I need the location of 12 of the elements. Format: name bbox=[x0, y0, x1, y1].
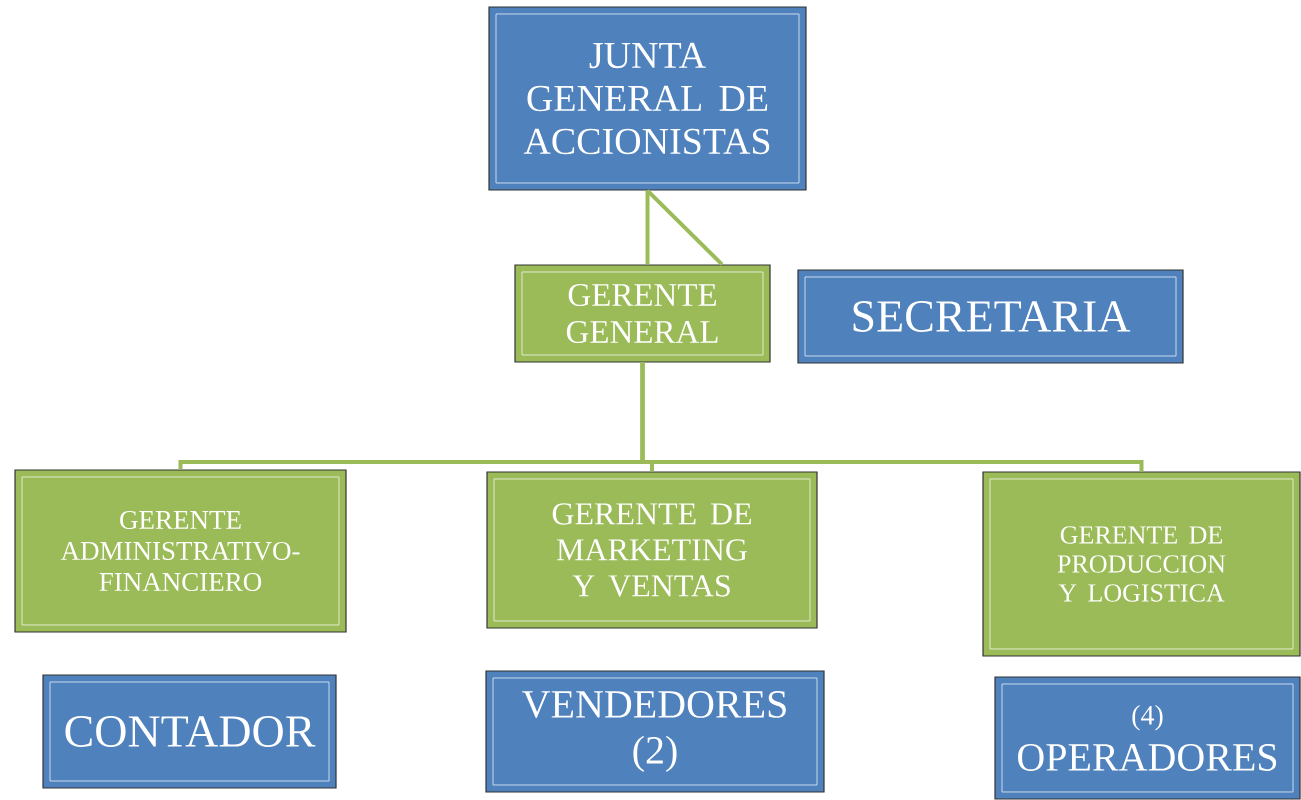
connector-line bbox=[645, 190, 650, 265]
connector-line bbox=[646, 189, 724, 266]
org-box: CONTADOR bbox=[42, 674, 337, 789]
org-box: VENDEDORES (2) bbox=[485, 670, 825, 793]
org-box: (4) OPERADORES bbox=[994, 676, 1301, 800]
org-box: SECRETARIA bbox=[797, 269, 1184, 364]
org-box: GERENTE DE PRODUCCION Y LOGISTICA bbox=[982, 471, 1301, 657]
org-box: GERENTE GENERAL bbox=[514, 264, 771, 363]
org-box: GERENTE ADMINISTRATIVO-FINANCIERO bbox=[14, 469, 347, 633]
org-box: GERENTE DE MARKETING Y VENTAS bbox=[486, 471, 818, 629]
org-box: JUNTA GENERAL DE ACCIONISTAS bbox=[488, 6, 807, 191]
connector-line bbox=[640, 362, 1144, 472]
